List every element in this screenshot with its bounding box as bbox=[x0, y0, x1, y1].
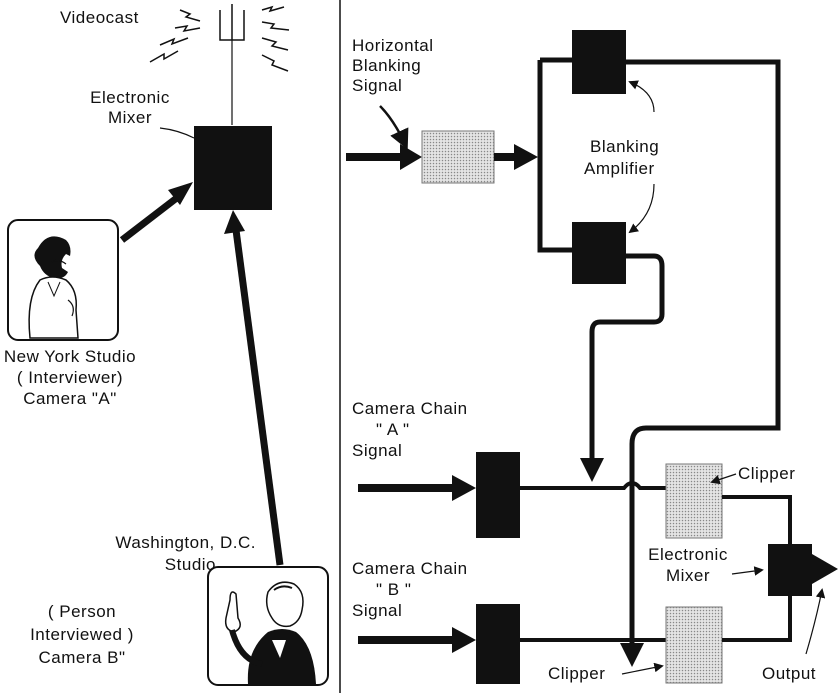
horizontal-blanking-line1: Horizontal bbox=[352, 36, 434, 55]
right-mixer-label: Electronic Mixer bbox=[640, 544, 736, 586]
clipper-bottom-leader bbox=[621, 662, 664, 675]
person-interviewed-line2: Interviewed ) bbox=[30, 625, 134, 644]
left-mixer-label: Electronic Mixer bbox=[80, 88, 180, 128]
videocast-label: Videocast bbox=[60, 8, 139, 27]
camera-chain-a-line3: Signal bbox=[352, 441, 403, 460]
person-interviewed-line1: ( Person bbox=[47, 602, 117, 621]
left-mixer-label-line2: Mixer bbox=[107, 108, 153, 127]
output-arrowhead bbox=[812, 554, 838, 584]
clipper-top-leader bbox=[710, 473, 737, 485]
top-amplifier-output-arrowhead bbox=[620, 643, 644, 667]
amplifier-label-leader-top bbox=[628, 80, 655, 113]
camera-a-black-box bbox=[476, 452, 520, 538]
horizontal-blanking-label: Horizontal Blanking Signal bbox=[352, 36, 434, 96]
ny-to-mixer-arrow bbox=[119, 182, 193, 243]
horizontal-blanking-line2: Blanking bbox=[352, 56, 422, 75]
blanking-label-leader bbox=[379, 105, 409, 150]
camera-chain-a-line1: Camera Chain bbox=[352, 399, 468, 418]
clipper-top-output-line bbox=[722, 495, 792, 548]
blanking-input-arrow bbox=[346, 144, 422, 170]
blanking-amplifier-top bbox=[572, 30, 626, 94]
blanking-to-amplifier-arrow bbox=[494, 144, 538, 170]
output-label: Output bbox=[762, 664, 817, 683]
clipper-top-box bbox=[665, 463, 723, 539]
ny-studio-line2: ( Interviewer) bbox=[16, 368, 124, 387]
camera-b-black-box bbox=[476, 604, 520, 684]
blanking-amplifier-line2: Amplifier bbox=[584, 159, 655, 178]
horizontal-blanking-line3: Signal bbox=[352, 76, 403, 95]
camera-a-input-arrow bbox=[358, 475, 476, 501]
dc-studio-line1: Washington, D.C. bbox=[115, 533, 256, 552]
camera-chain-b-line3: Signal bbox=[352, 601, 403, 620]
blanking-amplifier-line1: Blanking bbox=[590, 137, 660, 156]
dc-studio-label: Washington, D.C. Studio bbox=[40, 532, 256, 576]
left-electronic-mixer-box bbox=[194, 126, 272, 210]
dc-studio-person-image bbox=[207, 566, 329, 686]
ny-studio-line1: New York Studio bbox=[3, 347, 137, 366]
camera-chain-b-line2: " B " bbox=[376, 580, 412, 599]
person-interviewed-line3: Camera B" bbox=[38, 648, 126, 667]
camera-chain-a-label: Camera Chain " A " Signal bbox=[352, 398, 468, 461]
blanking-amplifier-label: Blanking Amplifier bbox=[584, 136, 659, 180]
right-electronic-mixer-box bbox=[768, 544, 812, 596]
output-leader bbox=[805, 588, 826, 655]
clipper-bottom-label: Clipper bbox=[548, 664, 606, 683]
right-mixer-line2: Mixer bbox=[665, 566, 711, 585]
right-mixer-line1: Electronic bbox=[648, 545, 728, 564]
camera-chain-b-label: Camera Chain " B " Signal bbox=[352, 558, 468, 621]
camera-a-to-clipper-line bbox=[520, 481, 666, 490]
bottom-amplifier-output-arrowhead bbox=[580, 458, 604, 482]
clipper-bottom-output-line bbox=[722, 594, 792, 642]
camera-chain-b-line1: Camera Chain bbox=[352, 559, 468, 578]
bottom-amplifier-output-line bbox=[589, 253, 665, 460]
dc-to-mixer-arrow bbox=[224, 210, 284, 566]
amplifier-loop-line bbox=[537, 57, 572, 253]
antenna-icon bbox=[149, 4, 290, 125]
camera-chain-a-line2: " A " bbox=[376, 420, 410, 439]
camera-b-input-arrow bbox=[358, 627, 476, 653]
right-mixer-leader bbox=[731, 566, 764, 576]
ny-studio-interviewer-image bbox=[7, 219, 119, 341]
clipper-top-label: Clipper bbox=[738, 464, 796, 483]
blanking-amplifier-bottom bbox=[572, 222, 626, 284]
mixer-label-leader bbox=[159, 127, 195, 139]
ny-studio-line3: Camera "A" bbox=[23, 389, 117, 408]
top-amplifier-output-line bbox=[626, 59, 781, 645]
ny-studio-label: New York Studio ( Interviewer) Camera "A… bbox=[0, 346, 140, 409]
amplifier-label-leader-bottom bbox=[628, 183, 655, 234]
left-mixer-label-line1: Electronic bbox=[90, 88, 170, 107]
clipper-bottom-box bbox=[665, 606, 723, 684]
blanking-signal-box bbox=[421, 130, 495, 184]
dc-studio-line2: Studio bbox=[164, 555, 216, 574]
person-interviewed-label: ( Person Interviewed ) Camera B" bbox=[12, 600, 152, 669]
